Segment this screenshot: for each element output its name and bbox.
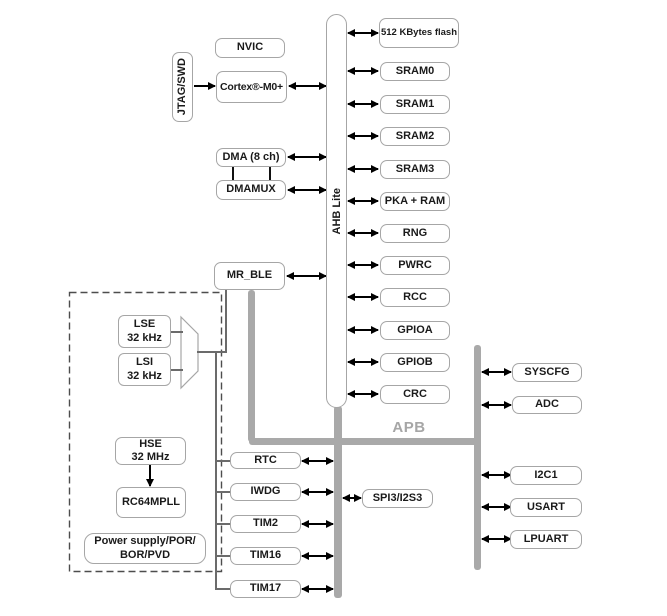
- arrow-ahb-pka: [347, 197, 379, 205]
- arrow-apb-spi3: [342, 494, 362, 502]
- lsi-name: LSI: [135, 356, 154, 369]
- block-rcc: RCC: [380, 288, 450, 307]
- block-crc: CRC: [380, 385, 450, 404]
- apb-bus-horizontal: [249, 438, 481, 445]
- block-gpioa: GPIOA: [380, 321, 450, 340]
- line-stub-tim2: [216, 523, 230, 525]
- clock-mux-shape: [180, 315, 199, 390]
- block-spi3-i2s3: SPI3/I2S3: [362, 489, 433, 508]
- block-lse: LSE 32 kHz: [118, 315, 171, 348]
- arrow-tim2-apb: [301, 520, 334, 528]
- apb-bus-label: APB: [392, 419, 426, 436]
- block-cortex-m0: Cortex®-M0+: [216, 71, 287, 103]
- block-gpiob: GPIOB: [380, 353, 450, 372]
- arrow-dmamux-ahb: [287, 186, 327, 194]
- power-supply-line1: Power supply/POR/: [94, 535, 196, 548]
- line-stub-tim17: [216, 588, 230, 590]
- apb-bus-right-vertical: [474, 345, 481, 570]
- arrow-ahb-flash: [347, 29, 379, 37]
- block-jtag-swd: JTAG/SWD: [172, 52, 193, 122]
- arrow-apb-usart: [481, 503, 512, 511]
- arrow-jtag-to-cortex: [194, 82, 216, 90]
- hse-frequency: 32 MHz: [131, 451, 170, 463]
- arrow-tim17-apb: [301, 585, 334, 593]
- ahb-lite-label: AHB Lite: [330, 187, 343, 235]
- line-stub-tim16: [216, 555, 230, 557]
- hse-name: HSE: [139, 437, 162, 450]
- block-sram1: SRAM1: [380, 95, 450, 114]
- lse-name: LSE: [133, 318, 156, 331]
- arrow-mrble-ahb: [286, 272, 327, 280]
- block-syscfg: SYSCFG: [512, 363, 582, 382]
- block-flash: 512 KBytes flash: [379, 18, 459, 48]
- clock-domain-dashed-box: [68, 291, 223, 573]
- block-pwrc: PWRC: [380, 256, 450, 275]
- block-adc: ADC: [512, 396, 582, 414]
- arrow-hse-rc64mpll: [146, 465, 154, 487]
- block-tim2: TIM2: [230, 515, 301, 533]
- block-tim16: TIM16: [230, 547, 301, 565]
- arrow-ahb-crc: [347, 390, 379, 398]
- block-hse: HSE 32 MHz: [115, 437, 186, 465]
- line-dma-dmamux-right: [269, 167, 271, 180]
- arrow-apb-adc: [481, 401, 512, 409]
- block-dmamux: DMAMUX: [216, 180, 286, 200]
- arrow-ahb-sram3: [347, 165, 379, 173]
- block-rtc: RTC: [230, 452, 301, 469]
- block-pka-ram: PKA + RAM: [380, 192, 450, 211]
- block-sram2: SRAM2: [380, 127, 450, 146]
- ahb-lite-bus: AHB Lite: [326, 14, 347, 408]
- lsi-frequency: 32 kHz: [127, 369, 162, 382]
- block-nvic: NVIC: [215, 38, 285, 58]
- block-mr-ble: MR_BLE: [214, 262, 285, 290]
- arrow-tim16-apb: [301, 552, 334, 560]
- line-stub-iwdg: [216, 491, 230, 493]
- line-lse-to-mux: [171, 331, 183, 333]
- ahb-to-apb-bus-vertical: [334, 406, 342, 598]
- arrow-ahb-pwrc: [347, 261, 379, 269]
- arrow-ahb-gpiob: [347, 358, 379, 366]
- block-rng: RNG: [380, 224, 450, 243]
- arrow-ahb-sram1: [347, 100, 379, 108]
- line-stub-rtc: [216, 460, 230, 462]
- block-sram0: SRAM0: [380, 62, 450, 81]
- block-lpuart: LPUART: [510, 530, 582, 549]
- block-lsi: LSI 32 kHz: [118, 353, 171, 386]
- arrow-apb-lpuart: [481, 535, 512, 543]
- arrow-apb-i2c1: [481, 471, 512, 479]
- power-supply-line2: BOR/PVD: [119, 548, 171, 561]
- arrow-ahb-sram2: [347, 132, 379, 140]
- arrow-cortex-ahb: [288, 82, 327, 90]
- line-clock-to-peripherals: [215, 351, 217, 590]
- line-lsi-to-mux: [171, 369, 183, 371]
- block-power-supply: Power supply/POR/ BOR/PVD: [84, 533, 206, 564]
- block-tim17: TIM17: [230, 580, 301, 598]
- arrow-ahb-gpioa: [347, 326, 379, 334]
- line-dma-dmamux-left: [232, 167, 234, 180]
- block-sram3: SRAM3: [380, 160, 450, 179]
- arrow-dma-ahb: [287, 153, 327, 161]
- block-dma: DMA (8 ch): [216, 148, 286, 167]
- line-clock-to-mrble: [225, 290, 227, 353]
- block-rc64mpll: RC64MPLL: [116, 487, 186, 518]
- mrble-bus-drop: [248, 290, 255, 442]
- block-usart: USART: [510, 498, 582, 517]
- lse-frequency: 32 kHz: [127, 331, 162, 344]
- line-mux-output: [197, 351, 227, 353]
- arrow-ahb-rng: [347, 229, 379, 237]
- arrow-apb-syscfg: [481, 368, 512, 376]
- arrow-rtc-apb: [301, 457, 334, 465]
- block-i2c1: I2C1: [510, 466, 582, 485]
- arrow-ahb-sram0: [347, 67, 379, 75]
- block-iwdg: IWDG: [230, 483, 301, 501]
- arrow-iwdg-apb: [301, 488, 334, 496]
- arrow-ahb-rcc: [347, 293, 379, 301]
